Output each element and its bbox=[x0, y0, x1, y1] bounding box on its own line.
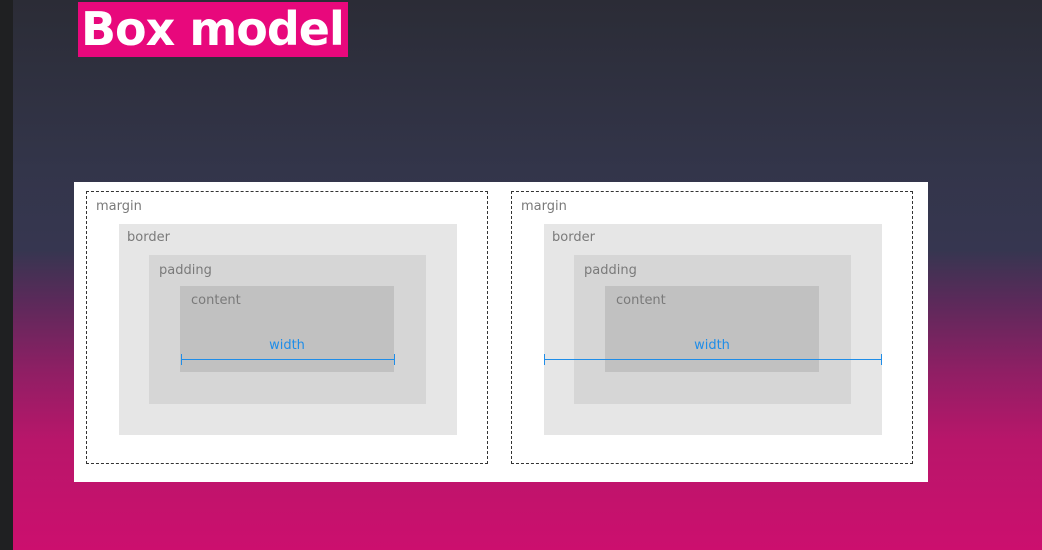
border-label: border bbox=[552, 230, 595, 245]
border-label: border bbox=[127, 230, 170, 245]
slide: Box model margin border padding content … bbox=[13, 0, 1042, 550]
border-area: border padding content bbox=[544, 224, 882, 435]
border-area: border padding content bbox=[119, 224, 457, 435]
margin-label: margin bbox=[96, 199, 142, 214]
content-area: content bbox=[605, 286, 819, 372]
box-model-diagram: margin border padding content width marg… bbox=[74, 182, 928, 482]
padding-label: padding bbox=[159, 263, 212, 278]
content-label: content bbox=[191, 293, 241, 308]
diagram-content-box: margin border padding content width bbox=[86, 191, 488, 464]
diagram-border-box: margin border padding content width bbox=[511, 191, 913, 464]
padding-label: padding bbox=[584, 263, 637, 278]
margin-area: margin bbox=[511, 191, 913, 464]
width-measure-line bbox=[544, 354, 882, 365]
width-label: width bbox=[269, 338, 305, 353]
margin-label: margin bbox=[521, 199, 567, 214]
margin-area: margin bbox=[86, 191, 488, 464]
padding-area: padding content bbox=[574, 255, 851, 404]
padding-area: padding content bbox=[149, 255, 426, 404]
content-area: content bbox=[180, 286, 394, 372]
width-measure-line bbox=[181, 354, 395, 365]
content-label: content bbox=[616, 293, 666, 308]
left-edge-strip bbox=[0, 0, 13, 550]
width-label: width bbox=[694, 338, 730, 353]
slide-title: Box model bbox=[78, 2, 348, 57]
